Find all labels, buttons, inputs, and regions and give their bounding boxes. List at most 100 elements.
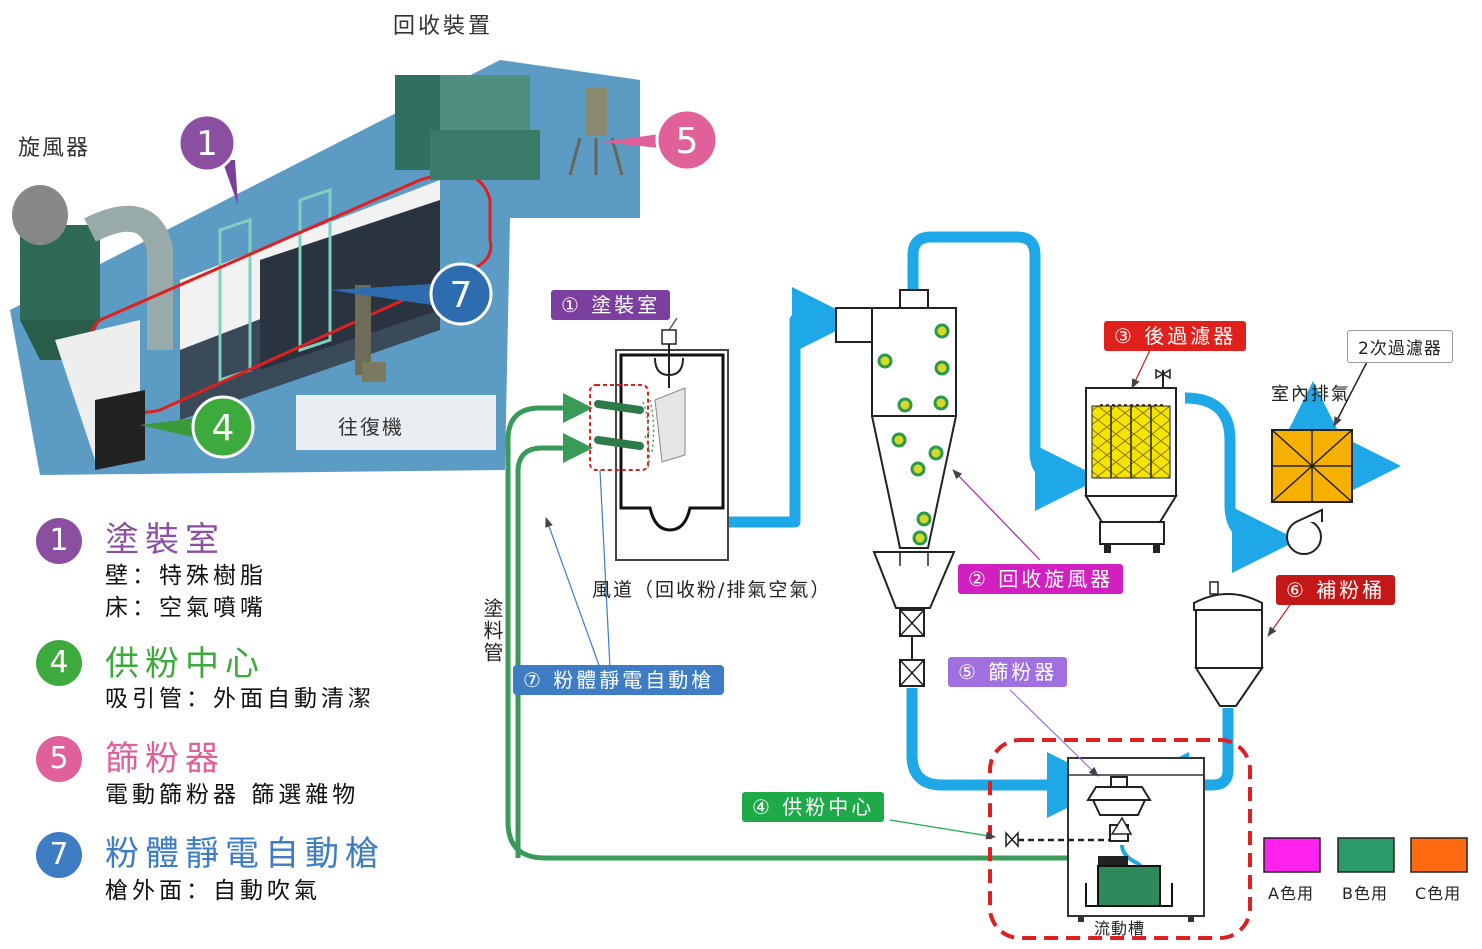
- paint-hose-outer: [505, 393, 1100, 861]
- sieve-tag: ⑤ 篩粉器: [948, 657, 1068, 687]
- particle: [933, 395, 949, 411]
- booth-hanger: [661, 329, 677, 345]
- fan-outlet: [1295, 508, 1323, 523]
- afterfilter-valve: [1155, 368, 1171, 380]
- marker-7-pointer: [330, 284, 432, 305]
- cyclone-pipe: [84, 205, 173, 350]
- legend-7-number: 7: [36, 832, 82, 878]
- paint-hose-label: 塗料管: [480, 598, 504, 664]
- cyclone-photo-label: 旋風器: [18, 136, 91, 161]
- sieve-legs: [568, 137, 624, 176]
- marker-5-pointer: [600, 134, 660, 148]
- hopper-tag-pointer: [1267, 604, 1291, 637]
- gun-tag: ⑦ 粉體靜電自動槍: [513, 665, 725, 695]
- particle: [897, 397, 913, 413]
- legend-7-line-1: 槍外面：自動吹氣: [105, 878, 321, 904]
- legend-7-title: 粉體靜電自動槍: [105, 834, 385, 874]
- cyclone-hopper: [872, 551, 956, 609]
- sieve-body: [585, 88, 607, 136]
- legend-1-number: 1: [36, 518, 82, 564]
- marker-1: [177, 113, 237, 173]
- fluid-tank-tray: [1085, 883, 1173, 907]
- afterfilter-hopper: [1084, 495, 1178, 523]
- exhaust-fan: [1286, 519, 1322, 555]
- legend-4-number: 4: [36, 640, 82, 686]
- duct-cyclone-to-afterfilter: [907, 231, 1101, 511]
- spray-guns: [594, 400, 644, 450]
- particle: [891, 432, 907, 448]
- booth-interior: [260, 200, 440, 370]
- marker-4-pointer: [140, 418, 196, 438]
- supply-tag-pointer: [889, 819, 996, 840]
- cyclone-hopper-neck: [899, 552, 929, 566]
- swatch-b: [1337, 837, 1395, 873]
- rotary-valve-1-x: [899, 609, 925, 637]
- suction-valve: [1005, 831, 1019, 848]
- sieve-unit: [1091, 799, 1147, 816]
- paint-hose-inner: [515, 433, 593, 858]
- duct-label: 風道（回收粉/排氣空氣）: [592, 579, 832, 601]
- marker-1-text: 1: [196, 124, 218, 164]
- swatch-a: [1263, 837, 1321, 873]
- rotary-valve-2-x: [899, 659, 925, 687]
- filter-unit-top: [440, 75, 530, 135]
- hopper-vent: [1209, 581, 1219, 595]
- hopper-lid: [1193, 593, 1263, 611]
- legend-5-line-1: 電動篩粉器 篩選雜物: [105, 782, 360, 808]
- supply-tag: ④ 供粉中心: [742, 792, 885, 822]
- afterfilter-tag-pointer: [1131, 349, 1151, 389]
- indoor-exhaust-label: 室內排氣: [1271, 384, 1351, 405]
- duct-afterfilter-to-fan: [1184, 392, 1298, 573]
- marker-5-text: 5: [676, 121, 699, 162]
- sieve-tag-pointer: [1009, 689, 1099, 777]
- legend-5-title: 篩粉器: [105, 739, 225, 779]
- plant-illustration: [10, 60, 660, 475]
- filter-unit-base: [430, 130, 540, 180]
- booth-frame-2: [298, 187, 332, 353]
- swatch-a-label: A色用: [1268, 884, 1314, 903]
- cyclone-tag: ② 回收旋風器: [958, 564, 1124, 594]
- reciprocator-label: 往復機: [338, 415, 404, 439]
- secondary-filter-pointer: [1333, 359, 1369, 427]
- hopper-tag: ⑥ 補粉桶: [1276, 575, 1396, 605]
- swatch-b-label: B色用: [1342, 884, 1388, 903]
- conveyor-end-shade: [95, 390, 145, 470]
- particle: [877, 353, 893, 369]
- marker-4: [191, 395, 255, 459]
- powder-particles: [877, 323, 950, 546]
- sieve-inlet: [1110, 776, 1128, 788]
- reciprocator-base: [362, 362, 386, 382]
- hopper-cone: [1194, 667, 1264, 707]
- particle: [934, 360, 950, 376]
- marker-7-text: 7: [450, 275, 473, 316]
- legend-4-line-1: 吸引管：外面自動清潔: [105, 686, 375, 712]
- pipe-hopper-to-sieve: [1123, 708, 1234, 818]
- booth-hook: [654, 344, 684, 388]
- fluid-tank-lid: [1098, 856, 1128, 866]
- booth-workpiece: [654, 387, 686, 463]
- secondary-filter-grid: [1271, 429, 1353, 503]
- marker-7: [429, 262, 493, 326]
- afterfilter-leg: [1153, 544, 1160, 553]
- cabinet-foot: [1078, 916, 1084, 922]
- secondary-filter-label: 2次過濾器: [1347, 330, 1453, 363]
- cyclone-outlet: [899, 289, 929, 309]
- afterfilter-leg: [1104, 544, 1111, 553]
- booth-chamber: [619, 353, 725, 532]
- booth-tag: ① 塗裝室: [551, 290, 671, 320]
- cyclone-cone: [870, 415, 958, 549]
- sieve-lid: [1086, 786, 1152, 801]
- afterfilter-tag: ③ 後過濾器: [1104, 321, 1247, 351]
- marker-1-pointer: [222, 160, 238, 205]
- reciprocator-label-bg: [296, 395, 496, 450]
- legend-1-line-1: 壁：特殊樹脂: [105, 563, 267, 589]
- booth-tag-pointer: [668, 317, 678, 331]
- pipe-cyclone-to-sieve: [906, 688, 1113, 818]
- reciprocator-post: [355, 285, 371, 375]
- afterfilter-dividers: [1110, 406, 1152, 478]
- cyclone-inlet: [835, 307, 873, 343]
- swatch-c-label: C色用: [1415, 884, 1462, 903]
- particle: [912, 530, 928, 546]
- swatch-c: [1410, 837, 1468, 873]
